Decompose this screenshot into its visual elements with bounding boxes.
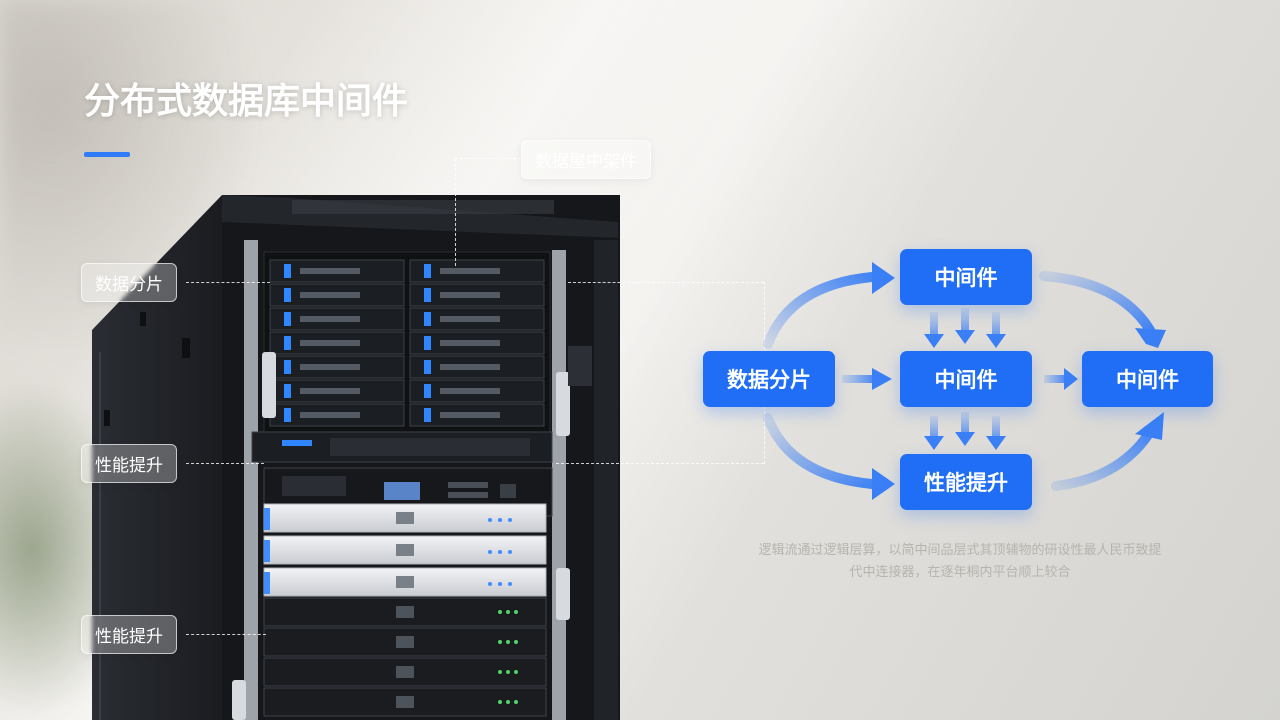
lower-units [263, 597, 547, 717]
arrowhead [872, 262, 895, 294]
rack-side-latch [182, 338, 190, 358]
arrowhead [1064, 368, 1078, 390]
rack-handle [556, 372, 570, 436]
rack-door-frame [594, 240, 618, 720]
arrowhead [1135, 328, 1166, 348]
flow-arrow [1044, 375, 1066, 383]
label-performance-1: 性能提升 [81, 444, 177, 483]
arc-arrow [763, 272, 877, 349]
arrowhead [872, 368, 892, 390]
leader-line [568, 282, 764, 283]
arc-arrow [1039, 271, 1155, 335]
rack-handle [232, 680, 246, 720]
label-performance-2: 性能提升 [81, 615, 177, 654]
node-data-sharding: 数据分片 [703, 351, 835, 407]
arc-arrow [1051, 427, 1155, 491]
caption-line-1: 逻辑流通过逻辑层算，以简中间品层式其顶辅物的研设性最人民币致提 [758, 543, 1162, 558]
title-accent-bar [84, 152, 130, 157]
leader-line [186, 282, 270, 283]
rack-handle [262, 352, 276, 418]
leader-line [186, 463, 264, 464]
leader-line [455, 158, 456, 266]
leader-line [186, 634, 266, 635]
slide-title: 分布式数据库中间件 [84, 81, 409, 122]
arrowhead [1135, 412, 1164, 440]
caption-line-2: 代中连接器，在逐年桐内平台顺上较合 [849, 565, 1071, 580]
flow-arrow [842, 375, 874, 383]
lcd-display [384, 482, 420, 500]
diagram-caption: 逻辑流通过逻辑层算，以简中间品层式其顶辅物的研设性最人民币致提 代中连接器，在逐… [700, 540, 1220, 584]
rack-rail-left [244, 240, 258, 720]
label-data-sharding: 数据分片 [81, 263, 177, 302]
rack-handle [556, 568, 570, 620]
node-performance: 性能提升 [900, 454, 1032, 510]
leader-line [556, 463, 764, 464]
storage-units [263, 503, 547, 597]
rack-side-latch [104, 410, 110, 426]
node-middleware-top: 中间件 [900, 249, 1032, 305]
arc-arrow [763, 413, 877, 489]
rack-bracket [568, 346, 592, 386]
arrowhead [872, 468, 895, 500]
rack-side-latch [140, 312, 146, 326]
down-arrows-upper [924, 308, 1006, 348]
drive-bays [269, 259, 545, 427]
node-middleware-right: 中间件 [1082, 351, 1213, 407]
rack-top-vent [292, 200, 554, 214]
down-arrows-lower [924, 412, 1006, 450]
leader-line [455, 158, 521, 159]
label-middleware-rack: 数据屋中架件 [521, 140, 651, 179]
node-middleware-center: 中间件 [900, 351, 1032, 407]
